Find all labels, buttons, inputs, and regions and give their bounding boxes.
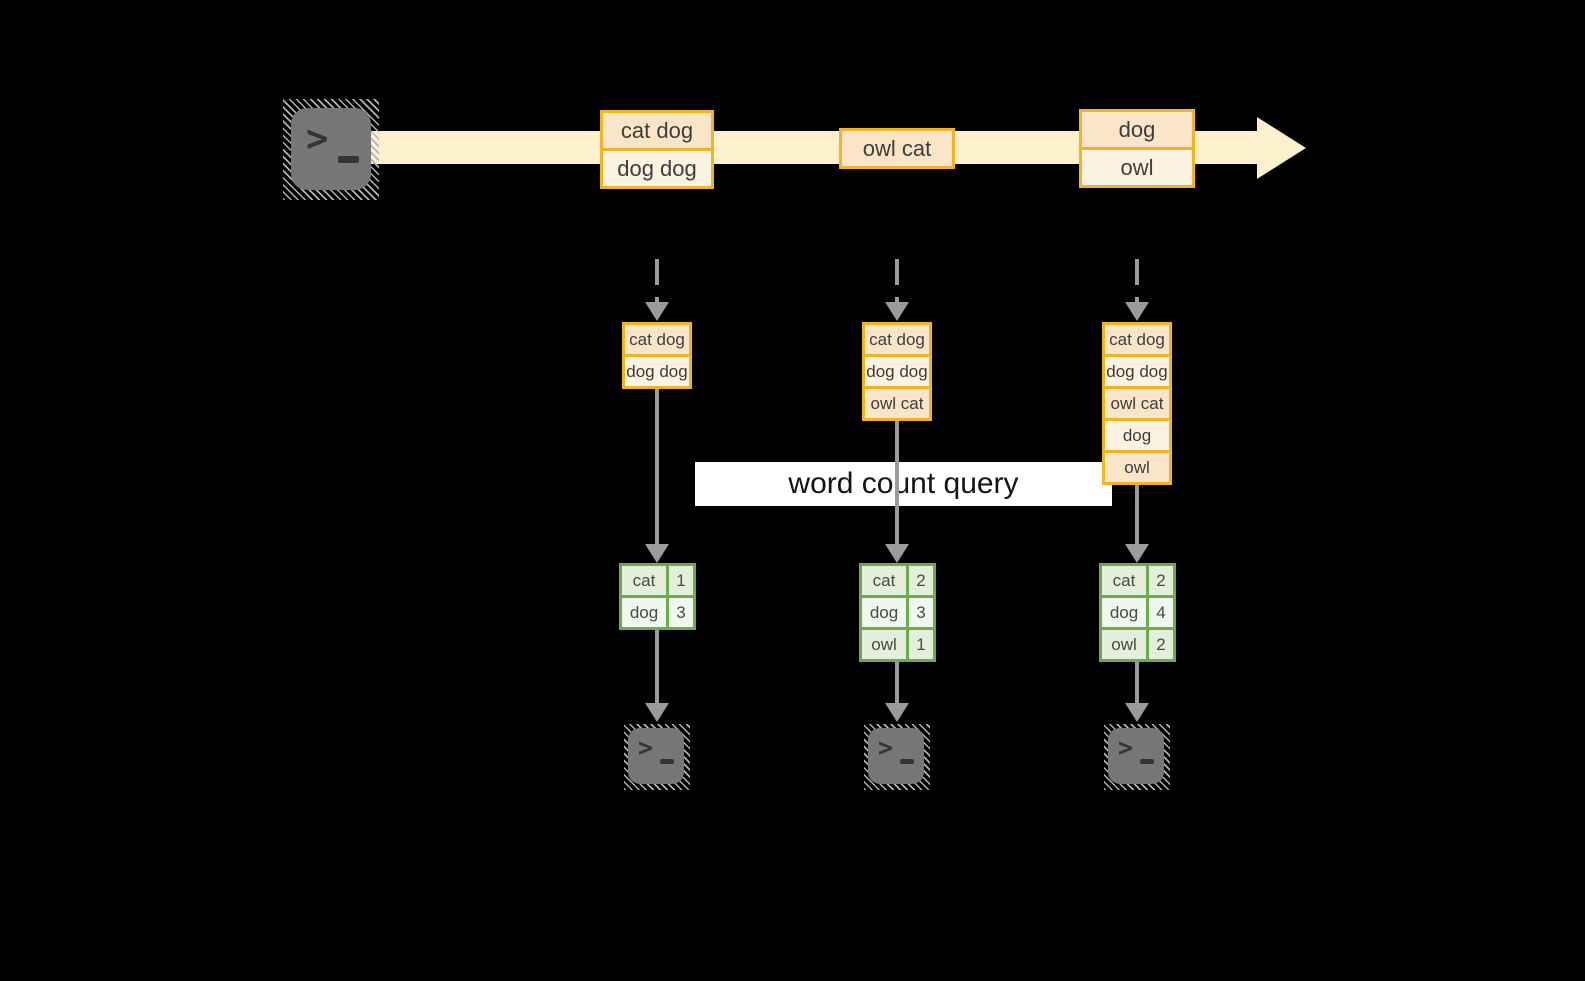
buffer-cell: dog dog xyxy=(865,357,929,386)
count-table: cat 2 dog 3 owl 1 xyxy=(859,563,936,662)
buffer-cell: owl cat xyxy=(1105,389,1169,418)
buffer-cell: owl cat xyxy=(865,389,929,418)
count-word-cell: owl xyxy=(1102,630,1146,659)
count-word-cell: cat xyxy=(862,566,906,595)
buffer-cell: dog dog xyxy=(625,357,689,386)
prompt-chevron-icon: > xyxy=(306,117,329,160)
prompt-chevron-icon: > xyxy=(638,733,654,762)
query-label: word count query xyxy=(695,462,1112,506)
down-arrowhead-icon xyxy=(645,544,669,563)
down-arrowhead-icon xyxy=(885,544,909,563)
down-arrow xyxy=(895,662,899,703)
count-value-cell: 3 xyxy=(909,598,933,627)
dashed-down-arrow xyxy=(1135,259,1139,303)
down-arrow xyxy=(895,421,899,544)
terminal-body: > xyxy=(868,728,924,784)
down-arrowhead-icon xyxy=(1125,703,1149,722)
down-arrow xyxy=(1135,662,1139,703)
stream-event-box: dog owl xyxy=(1079,109,1195,188)
count-value-cell: 1 xyxy=(669,566,693,595)
down-arrowhead-icon xyxy=(885,703,909,722)
terminal-source-icon: > xyxy=(283,99,379,200)
down-arrowhead-icon xyxy=(885,302,909,321)
prompt-underscore-icon xyxy=(660,759,674,764)
down-arrow xyxy=(655,389,659,544)
count-table: cat 1 dog 3 xyxy=(619,563,696,630)
count-table: cat 2 dog 4 owl 2 xyxy=(1099,563,1176,662)
buffer-stack: cat dog dog dog owl cat dog owl xyxy=(1102,322,1172,485)
stream-event-text: dog dog xyxy=(603,151,711,186)
count-value-cell: 2 xyxy=(1149,566,1173,595)
count-word-cell: dog xyxy=(622,598,666,627)
stream-event-text: dog xyxy=(1082,112,1192,147)
count-value-cell: 2 xyxy=(1149,630,1173,659)
down-arrowhead-icon xyxy=(1125,544,1149,563)
buffer-cell: cat dog xyxy=(625,325,689,354)
buffer-stack: cat dog dog dog xyxy=(622,322,692,389)
terminal-body: > xyxy=(291,108,371,190)
count-word-cell: dog xyxy=(862,598,906,627)
buffer-cell: owl xyxy=(1105,453,1169,482)
prompt-chevron-icon: > xyxy=(1118,733,1134,762)
buffer-cell: cat dog xyxy=(865,325,929,354)
stream-event-text: cat dog xyxy=(603,113,711,148)
terminal-body: > xyxy=(1108,728,1164,784)
terminal-sink-icon: > xyxy=(624,724,690,790)
stream-event-box: owl cat xyxy=(839,128,955,169)
prompt-chevron-icon: > xyxy=(878,733,894,762)
count-value-cell: 2 xyxy=(909,566,933,595)
buffer-stack: cat dog dog dog owl cat xyxy=(862,322,932,421)
terminal-sink-icon: > xyxy=(1104,724,1170,790)
terminal-sink-icon: > xyxy=(864,724,930,790)
buffer-cell: cat dog xyxy=(1105,325,1169,354)
terminal-body: > xyxy=(628,728,684,784)
down-arrow xyxy=(1135,485,1139,544)
count-word-cell: cat xyxy=(1102,566,1146,595)
count-word-cell: dog xyxy=(1102,598,1146,627)
buffer-cell: dog dog xyxy=(1105,357,1169,386)
down-arrowhead-icon xyxy=(645,302,669,321)
down-arrow xyxy=(655,630,659,703)
count-value-cell: 1 xyxy=(909,630,933,659)
count-value-cell: 3 xyxy=(669,598,693,627)
dashed-down-arrow xyxy=(655,259,659,303)
count-value-cell: 4 xyxy=(1149,598,1173,627)
buffer-cell: dog xyxy=(1105,421,1169,450)
down-arrowhead-icon xyxy=(1125,302,1149,321)
stream-event-text: owl xyxy=(1082,150,1192,185)
count-word-cell: cat xyxy=(622,566,666,595)
stream-arrowhead-icon xyxy=(1257,117,1306,179)
prompt-underscore-icon xyxy=(338,156,359,163)
stream-event-box: cat dog dog dog xyxy=(600,110,714,189)
prompt-underscore-icon xyxy=(1140,759,1154,764)
dashed-down-arrow xyxy=(895,259,899,303)
count-word-cell: owl xyxy=(862,630,906,659)
down-arrowhead-icon xyxy=(645,703,669,722)
stream-event-text: owl cat xyxy=(842,131,952,166)
prompt-underscore-icon xyxy=(900,759,914,764)
